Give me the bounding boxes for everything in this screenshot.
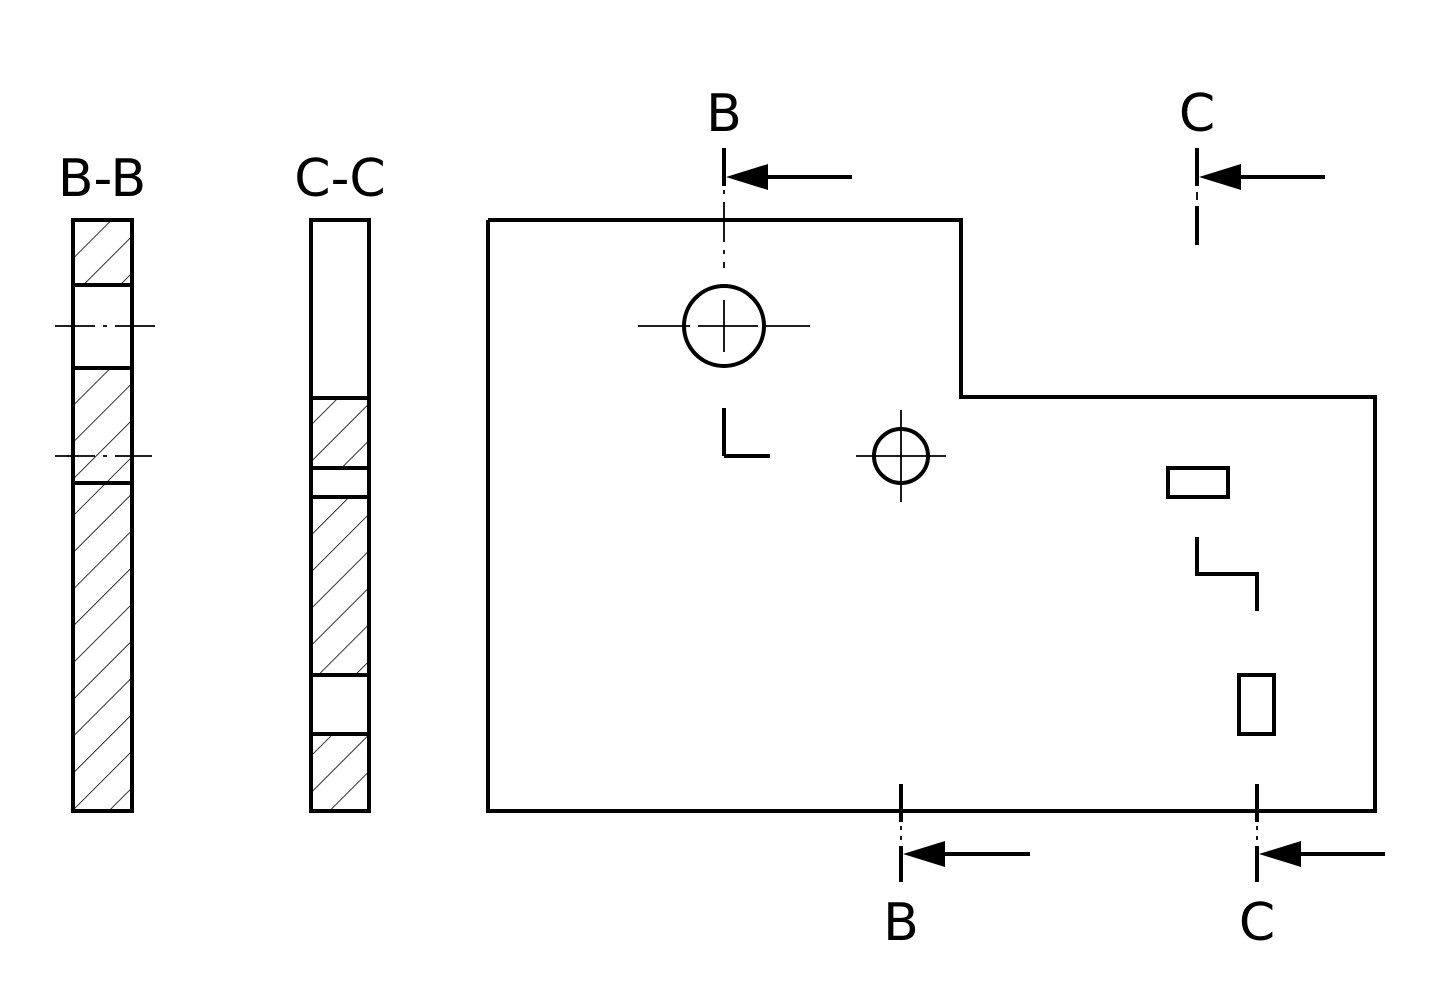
section-cc-hatch-3 — [311, 734, 369, 811]
cut-c-bottom-label: C — [1239, 893, 1275, 953]
cut-b-top-label: B — [706, 84, 742, 144]
main-view — [486, 218, 1377, 813]
section-bb-hatch-1 — [73, 220, 132, 285]
section-bb-title: B-B — [58, 149, 146, 209]
section-cc-title: C-C — [294, 149, 385, 209]
cut-c-top-label: C — [1179, 84, 1215, 144]
section-bb-hatch-3 — [73, 483, 132, 811]
section-bb: B-B — [55, 149, 158, 813]
cutting-plane-b: B B — [706, 84, 1030, 953]
section-bb-hatch-2 — [73, 368, 132, 483]
cut-b-bottom-arrowhead — [903, 841, 945, 867]
section-cc-outline — [309, 218, 371, 813]
cut-b-top-arrowhead — [726, 164, 768, 190]
cutting-plane-c: C C — [1179, 84, 1385, 953]
horizontal-slot — [1166, 466, 1230, 499]
section-cc-hatch-2 — [311, 497, 369, 675]
cut-c-offset-step — [1195, 537, 1259, 611]
section-cc: C-C — [294, 149, 386, 813]
cut-c-bottom-arrowhead — [1259, 841, 1301, 867]
section-bb-outline — [71, 218, 134, 813]
section-cc-hatch-1 — [311, 398, 369, 468]
cut-b-bottom-label: B — [883, 893, 919, 953]
vertical-slot — [1237, 673, 1276, 736]
main-view-outline — [486, 218, 1377, 813]
cut-c-top-arrowhead — [1199, 164, 1241, 190]
